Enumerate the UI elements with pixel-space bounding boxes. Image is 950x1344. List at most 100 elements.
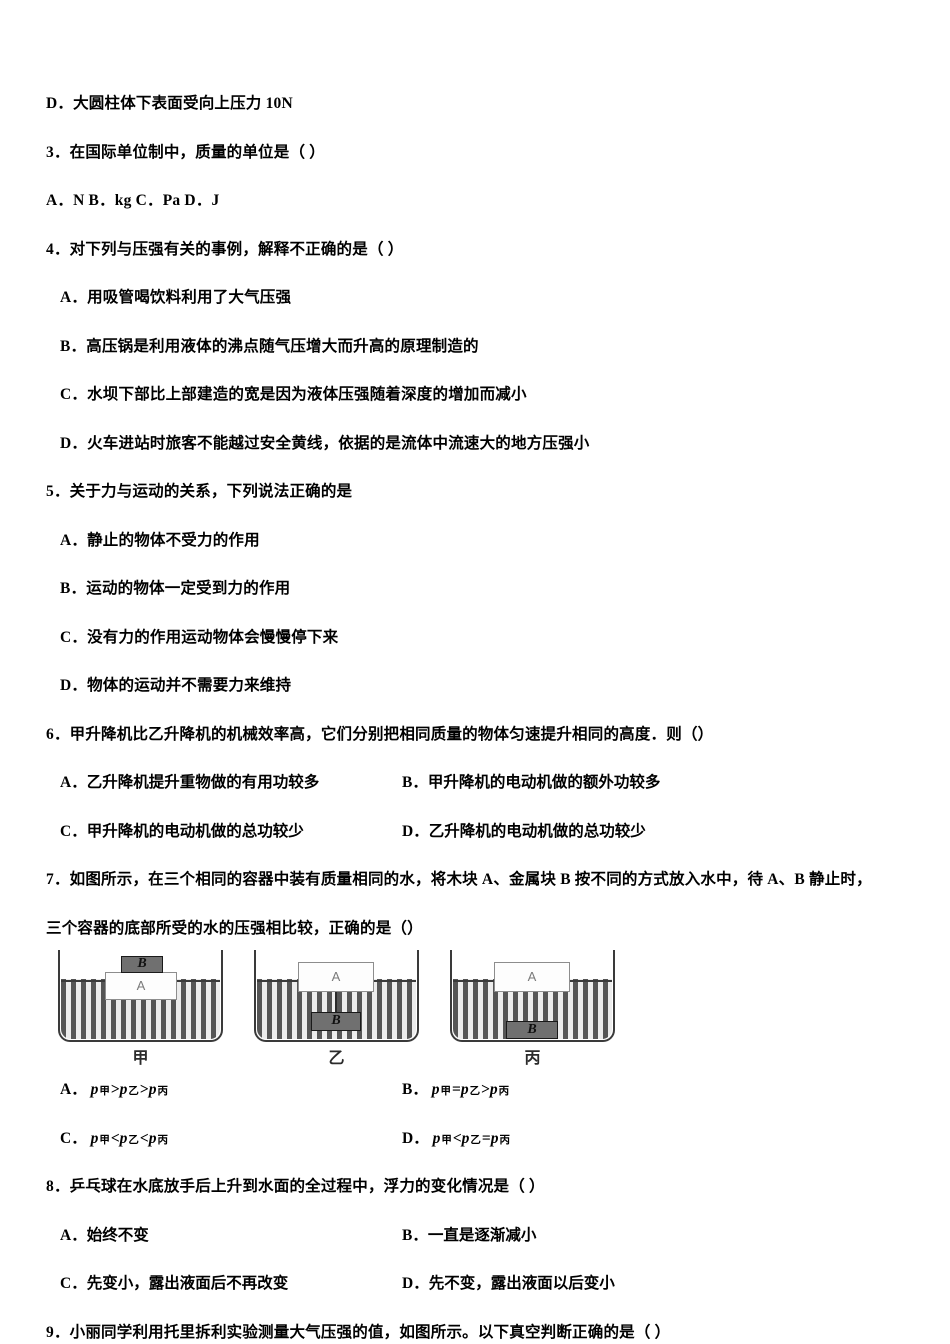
- question-6-options-row-1: A．乙升降机提升重物做的有用功较多 B．甲升降机的电动机做的额外功较多: [46, 775, 890, 791]
- pressure-symbol: p: [90, 1081, 99, 1098]
- vessel-body: [254, 958, 419, 1042]
- spacer: [46, 403, 890, 436]
- spacer: [46, 1098, 890, 1131]
- option-letter: B．: [402, 1081, 428, 1098]
- spacer: [46, 694, 890, 727]
- question-9-stem: 9．小丽同学利用托里拆利实验测量大气压强的值，如图所示。以下真空判断正确的是（ …: [46, 1323, 671, 1341]
- spacer: [46, 1243, 890, 1276]
- water-surface-right: [570, 980, 612, 982]
- question-5-stem: 5．关于力与运动的关系，下列说法正确的是: [46, 483, 353, 500]
- spacer: [46, 451, 890, 484]
- question-8-stem: 8．乒乓球在水底放手后上升到水面的全过程中，浮力的变化情况是（ ）: [46, 1178, 545, 1195]
- question-7-option-b: B． p甲=p乙>p丙: [402, 1082, 510, 1098]
- container-caption-bing: 丙: [524, 1050, 541, 1067]
- spacer: [46, 306, 890, 339]
- spacer: [46, 354, 890, 387]
- container-jia: A B 甲: [58, 950, 223, 1067]
- question-4-option-c: C．水坝下部比上部建造的宽是因为液体压强随着深度的增加而减小: [60, 386, 527, 403]
- subscript: 丙: [498, 1086, 510, 1097]
- operator: >: [481, 1081, 490, 1098]
- vessel-rim-right: [220, 950, 223, 962]
- question-3-options: A．N B．kg C．Pa D．J: [46, 192, 220, 209]
- subscript: 甲: [440, 1086, 451, 1097]
- option-letter: D．: [402, 1129, 429, 1147]
- question-8-option-a: A．始终不变: [60, 1226, 149, 1244]
- question-7-stem-line-2: 三个容器的底部所受的水的压强相比较，正确的是（）: [46, 919, 423, 937]
- question-5-option-c: C．没有力的作用运动物体会慢慢停下来: [60, 628, 339, 646]
- vessel-rim-right: [612, 950, 615, 962]
- question-8-options-row-1: A．始终不变 B．一直是逐渐减小: [46, 1226, 890, 1244]
- question-4-option-a: A．用吸管喝饮料利用了大气压强: [60, 289, 292, 306]
- operator: <: [110, 1129, 120, 1147]
- question-8-options-row-2: C．先变小，露出液面后不再改变 D．先不变，露出液面以后变小: [46, 1276, 890, 1292]
- subscript: 乙: [128, 1134, 139, 1146]
- block-a: A: [494, 962, 570, 992]
- question-6-option-a: A．乙升降机提升重物做的有用功较多: [60, 774, 320, 791]
- subscript: 丙: [157, 1134, 169, 1146]
- vessel-body: [450, 958, 615, 1042]
- subscript: 甲: [99, 1134, 110, 1146]
- water-fill: [61, 979, 220, 1039]
- operator: >: [139, 1081, 149, 1098]
- question-6-stem: 6．甲升降机比乙升降机的机械效率高，它们分别把相同质量的物体匀速提升相同的高度．…: [46, 725, 714, 743]
- vessel-rim-left: [254, 950, 257, 962]
- question-2-option-d: D．大圆柱体下表面受向上压力 10N: [46, 95, 293, 112]
- vessel-body: [58, 958, 223, 1042]
- pressure-symbol: p: [90, 1129, 99, 1147]
- question-7-options-row-1: A． p甲>p乙>p丙 B． p甲=p乙>p丙: [46, 1082, 890, 1098]
- block-b: B: [121, 956, 163, 973]
- container-caption-yi: 乙: [328, 1050, 345, 1067]
- spacer: [46, 1195, 890, 1228]
- question-4-option-b: B．高压锅是利用液体的沸点随气压增大而升高的原理制造的: [60, 337, 479, 355]
- water-surface-left: [61, 980, 109, 982]
- container-caption-jia: 甲: [132, 1050, 149, 1067]
- spacer: [46, 257, 890, 290]
- option-letter: A．: [60, 1081, 87, 1098]
- question-7-options-row-2: C． p甲<p乙<p丙 D． p甲<p乙=p丙: [46, 1129, 890, 1147]
- spacer: [46, 160, 890, 193]
- question-7-option-c: C． p甲<p乙<p丙: [60, 1130, 169, 1147]
- question-8-option-c: C．先变小，露出液面后不再改变: [60, 1275, 289, 1292]
- spacer: [46, 1146, 890, 1179]
- question-6-option-d: D．乙升降机的电动机做的总功较少: [402, 822, 646, 840]
- vessel-rim-left: [450, 950, 453, 962]
- water-surface-left: [453, 980, 495, 982]
- subscript: 甲: [441, 1134, 452, 1146]
- question-3-stem: 3．在国际单位制中，质量的单位是（ ）: [46, 143, 325, 161]
- vessel-rim-left: [58, 950, 61, 962]
- question-4-option-d: D．火车进站时旅客不能越过安全黄线，依据的是流体中流速大的地方压强小: [60, 434, 590, 452]
- spacer: [46, 548, 890, 581]
- question-5-option-a: A．静止的物体不受力的作用: [60, 531, 260, 549]
- pressure-symbol: p: [489, 1081, 498, 1098]
- pressure-symbol: p: [148, 1129, 157, 1147]
- pressure-symbol: p: [119, 1129, 128, 1147]
- pressure-symbol: p: [432, 1129, 441, 1147]
- pressure-symbol: p: [119, 1081, 128, 1098]
- question-7-option-a: A． p甲>p乙>p丙: [60, 1081, 169, 1098]
- water-surface-right: [374, 980, 416, 982]
- question-5-option-b: B．运动的物体一定受到力的作用: [60, 580, 291, 597]
- spacer: [46, 888, 890, 921]
- pressure-symbol: p: [431, 1081, 440, 1098]
- container-yi: A B 乙: [254, 950, 419, 1067]
- subscript: 甲: [99, 1086, 110, 1097]
- pressure-symbol: p: [461, 1129, 470, 1147]
- question-8-option-d: D．先不变，露出液面以后变小: [402, 1275, 615, 1292]
- spacer: [46, 500, 890, 533]
- water-surface-right: [172, 980, 220, 982]
- operator: <: [139, 1129, 149, 1147]
- spacer: [46, 742, 890, 775]
- subscript: 乙: [469, 1086, 481, 1097]
- question-7-option-d: D． p甲<p乙=p丙: [402, 1129, 511, 1147]
- block-b: B: [506, 1021, 558, 1039]
- spacer: [46, 791, 890, 824]
- pressure-symbol: p: [460, 1081, 469, 1098]
- spacer: [46, 112, 890, 145]
- operator: <: [452, 1129, 462, 1147]
- vessel-rim-right: [416, 950, 419, 962]
- operator: =: [451, 1081, 461, 1098]
- subscript: 丙: [499, 1134, 511, 1146]
- container-bing: A B 丙: [450, 950, 615, 1067]
- spacer: [46, 209, 890, 242]
